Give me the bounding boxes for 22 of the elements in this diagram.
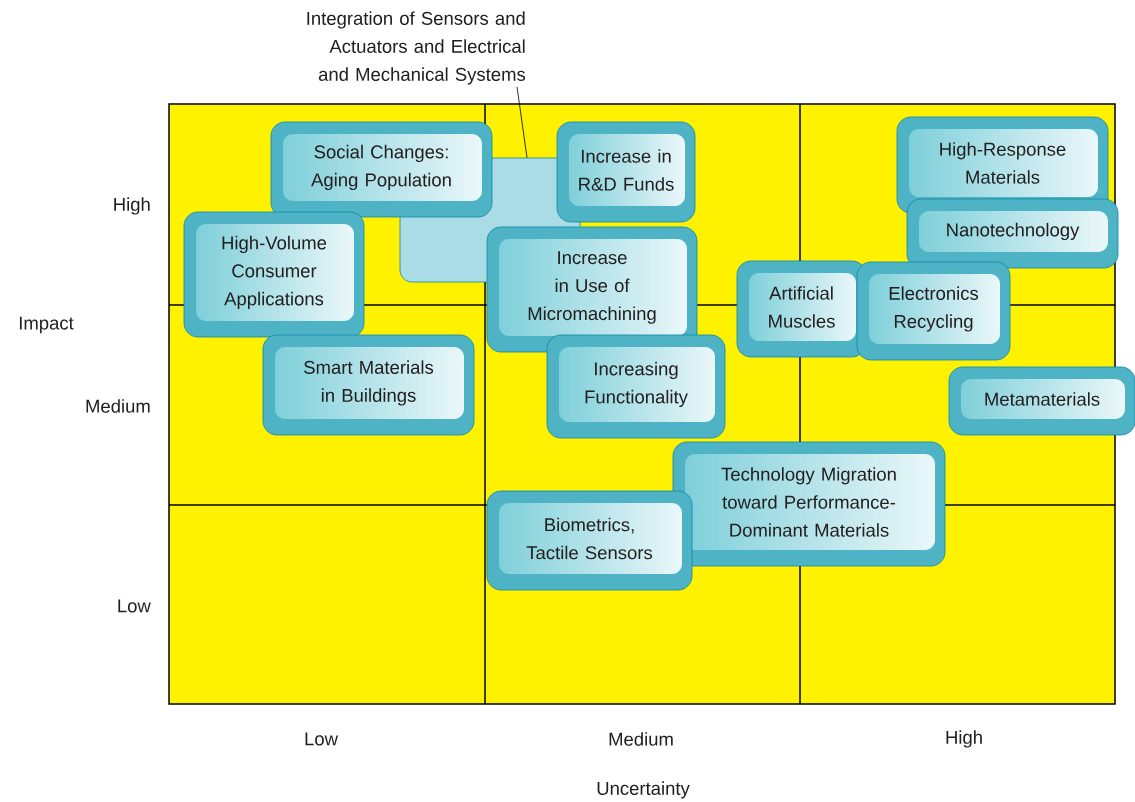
rounded-box: Metamaterials	[948, 366, 1135, 436]
axis-tick-label: Low	[118, 599, 151, 613]
rounded-box: Biometrics, Tactile Sensors	[486, 490, 693, 591]
rounded-box: Smart Materials in Buildings	[262, 334, 475, 436]
axis-title: Impact	[19, 316, 74, 334]
axis-title: Uncertainty	[597, 781, 690, 799]
leader-line	[516, 86, 528, 158]
rounded-box: Nanotechnology	[906, 198, 1119, 269]
rounded-box: Social Changes: Aging Population	[270, 121, 493, 218]
rounded-box: Increasing Functionality	[546, 334, 726, 439]
callout-text: Integration of Sensors and Actuators and Electrical and Mechanical Systems	[307, 11, 526, 85]
axis-tick-label: High	[946, 730, 982, 748]
rounded-box: Increase in Use of Micromachining	[486, 226, 698, 353]
axis-tick-label: Low	[305, 732, 338, 746]
rounded-box: Artificial Muscles	[736, 260, 867, 358]
rounded-box: Technology Migration toward Performance-Dominant Materials	[672, 441, 946, 567]
rounded-box: Electronics Recycling	[856, 261, 1011, 361]
axis-tick-label: Medium	[86, 399, 150, 413]
rounded-box: Increase in R&D Funds	[556, 121, 696, 223]
axis-tick-label: High	[114, 197, 150, 215]
axis-tick-label: Medium	[609, 732, 673, 746]
rounded-box: High-Volume Consumer Applications	[183, 211, 365, 338]
